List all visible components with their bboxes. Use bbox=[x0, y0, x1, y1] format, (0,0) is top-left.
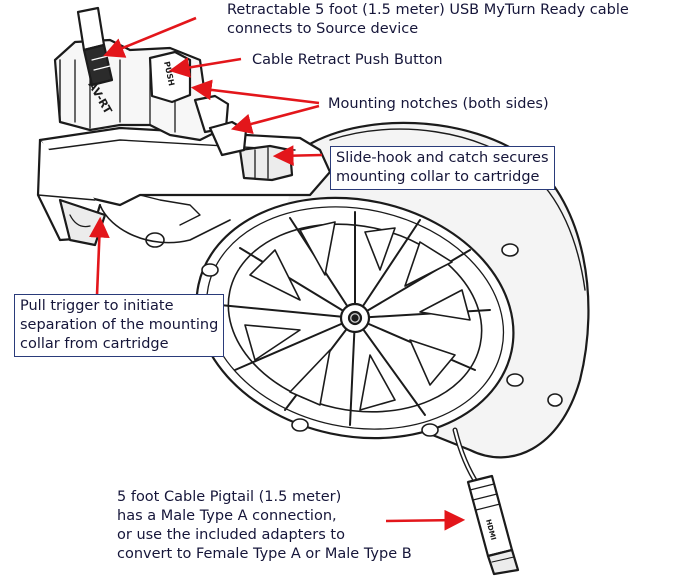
arrow-pull-trigger bbox=[88, 216, 110, 296]
arrow-push-button bbox=[168, 57, 242, 78]
callout-pull-trigger-line-1: Pull trigger to initiate bbox=[20, 298, 174, 314]
callout-slide-hook-line-1: Slide-hook and catch secures bbox=[336, 150, 549, 166]
callout-slide-hook-line-2: mounting collar to cartridge bbox=[336, 169, 540, 185]
callout-usb-cable-line-1: Retractable 5 foot (1.5 meter) USB MyTur… bbox=[227, 2, 629, 18]
callout-mounting-notches-line-1: Mounting notches (both sides) bbox=[328, 96, 549, 112]
arrow-notches-upper bbox=[190, 79, 320, 105]
callout-pigtail: 5 foot Cable Pigtail (1.5 meter) has a M… bbox=[117, 488, 412, 564]
usb-plug-top bbox=[76, 6, 114, 87]
callout-push-button: Cable Retract Push Button bbox=[252, 51, 443, 70]
cartridge-top bbox=[53, 38, 222, 142]
callout-usb-cable: Retractable 5 foot (1.5 meter) USB MyTur… bbox=[227, 1, 629, 39]
callout-pigtail-line-2: has a Male Type A connection, bbox=[117, 508, 337, 524]
callout-pull-trigger: Pull trigger to initiate separation of t… bbox=[14, 294, 225, 357]
callout-pigtail-line-3: or use the included adapters to bbox=[117, 527, 345, 543]
slide-hook bbox=[238, 144, 294, 182]
arrow-slide-hook bbox=[272, 145, 323, 167]
callout-slide-hook: Slide-hook and catch secures mounting co… bbox=[330, 146, 555, 190]
pigtail-plug bbox=[466, 474, 520, 576]
arrow-pigtail bbox=[385, 509, 466, 531]
callout-pigtail-line-4: convert to Female Type A or Male Type B bbox=[117, 546, 412, 562]
arrow-usb-cable bbox=[103, 16, 197, 58]
callout-usb-cable-line-2: connects to Source device bbox=[227, 21, 419, 37]
callout-mounting-notches: Mounting notches (both sides) bbox=[328, 95, 549, 114]
callout-pull-trigger-line-2: separation of the mounting bbox=[20, 317, 219, 333]
callout-pigtail-line-1: 5 foot Cable Pigtail (1.5 meter) bbox=[117, 489, 342, 505]
arrow-notches-lower bbox=[230, 104, 320, 135]
callout-push-button-line-1: Cable Retract Push Button bbox=[252, 52, 443, 68]
callout-pull-trigger-line-3: collar from cartridge bbox=[20, 336, 169, 352]
